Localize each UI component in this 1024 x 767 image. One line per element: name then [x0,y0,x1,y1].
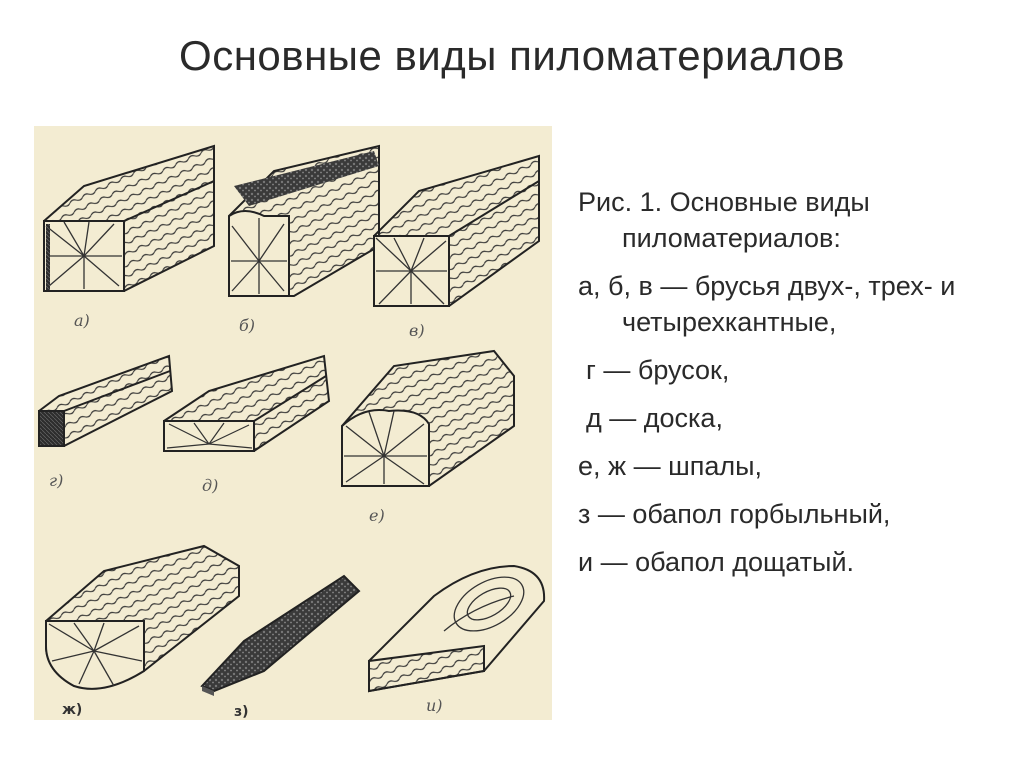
lumber-illustration: а) б) в) [34,126,552,720]
small-bar [38,354,174,447]
label-g: г) [49,471,63,490]
label-a: а) [74,311,90,330]
caption-line: е, ж — шпалы, [578,451,763,481]
beam-four-edged [373,154,540,307]
figure-caption: Рис. 1. Основные виды пиломатериалов: а,… [578,184,1008,592]
sleeper-e [341,349,515,487]
caption-line: Рис. 1. Основные виды пиломатериалов: [578,187,870,253]
label-z: з) [234,704,249,720]
caption-line: з — обапол горбыльный, [578,499,891,529]
label-e: е) [369,506,385,525]
label-i: и) [426,696,443,715]
beam-three-edged [228,144,380,297]
lumber-drawings: а) б) в) [38,144,546,720]
beam-two-edged [43,144,215,292]
caption-line: д — доска, [586,403,723,433]
caption-line: а, б, в — брусья двух-, трех- и четырехк… [578,271,956,337]
slab-board [368,564,546,693]
caption-line: и — обапол дощатый. [578,547,855,577]
caption-line: г — брусок, [586,355,730,385]
label-v: в) [409,321,425,340]
sleeper-zh [45,544,240,690]
slide-title: Основные виды пиломатериалов [179,32,845,79]
label-d: д) [202,476,218,495]
board [163,354,331,452]
label-b: б) [239,316,255,335]
slab-bark [200,574,361,696]
label-zh: ж) [62,702,82,718]
